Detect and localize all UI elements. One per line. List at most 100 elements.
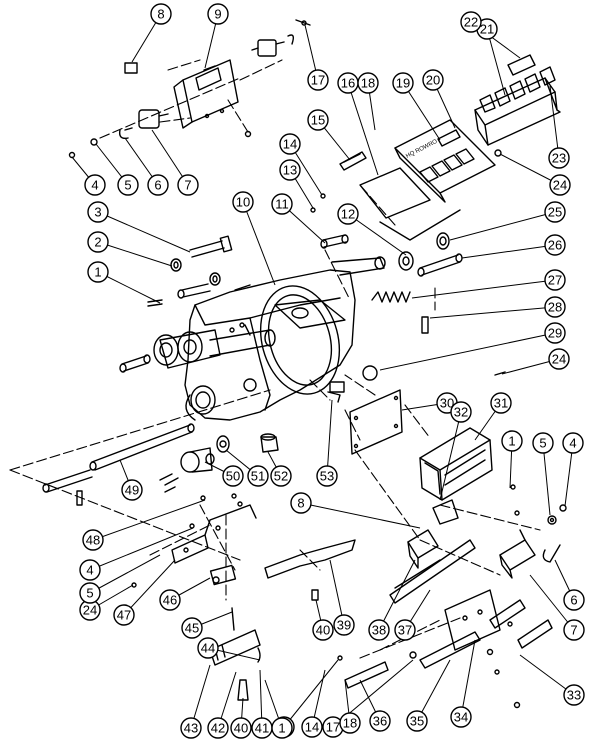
callout-circle	[207, 717, 229, 739]
callout-leader	[411, 279, 556, 299]
cap-29	[362, 365, 378, 381]
callout-circle	[392, 72, 414, 94]
callout-1: 1	[271, 717, 293, 739]
callout-number: 28	[548, 300, 562, 315]
callout-circle	[544, 201, 566, 223]
callout-leader	[378, 559, 416, 631]
callout-circle	[544, 234, 566, 256]
callout-33: 33	[563, 684, 585, 706]
callout-circle	[230, 717, 252, 739]
screw-13	[310, 207, 316, 213]
callout-leader	[92, 499, 206, 541]
callout-number: 1	[94, 265, 101, 280]
callout-4: 4	[79, 559, 101, 581]
callout-leader	[486, 28, 506, 96]
callout-number: 32	[454, 405, 468, 420]
callout-circle	[290, 492, 312, 514]
callout-number: 7	[184, 178, 191, 193]
callout-8: 8	[150, 3, 172, 25]
callout-number: 23	[552, 151, 566, 166]
callout-5: 5	[117, 174, 139, 196]
callout-circle	[271, 717, 293, 739]
callout-32: 32	[450, 401, 472, 423]
callout-circle	[207, 3, 229, 25]
callout-circle	[316, 465, 338, 487]
callout-circle	[87, 261, 109, 283]
callout-number: 45	[185, 621, 199, 636]
washer-12	[398, 251, 414, 271]
screws-lower	[337, 484, 521, 709]
callout-leader	[402, 82, 441, 141]
callout-leader	[89, 527, 194, 571]
callout-number: 9	[214, 7, 221, 22]
callout-number: 27	[548, 273, 562, 288]
callout-circle	[368, 619, 390, 641]
callout-circle	[549, 174, 571, 196]
callout-51: 51	[247, 465, 269, 487]
callout-number: 46	[163, 593, 177, 608]
callout-number: 24	[552, 352, 566, 367]
relay-32	[432, 499, 459, 525]
callout-circle	[87, 231, 109, 253]
callout-13: 13	[279, 159, 301, 181]
callout-number: 5	[539, 436, 546, 451]
callout-5: 5	[79, 582, 101, 604]
bar-39	[264, 539, 356, 579]
callout-circle	[544, 296, 566, 318]
callout-circle	[232, 191, 254, 213]
callout-circle	[79, 582, 101, 604]
callout-circle	[563, 589, 585, 611]
callout-number: 1	[278, 721, 285, 736]
callout-48: 48	[82, 529, 104, 551]
clip-15	[339, 151, 367, 171]
pin-28	[421, 316, 429, 334]
callout-24: 24	[548, 348, 570, 370]
callout-circle	[279, 159, 301, 181]
callout-number: 6	[154, 178, 161, 193]
callout-14: 14	[301, 716, 323, 738]
callout-number: 1	[508, 434, 515, 449]
callout-43: 43	[180, 717, 202, 739]
callout-leader	[529, 574, 575, 631]
callout-leader	[300, 502, 421, 529]
rod-26	[417, 253, 463, 277]
callout-number: 10	[236, 195, 250, 210]
callout-38: 38	[368, 619, 390, 641]
callout-leader	[347, 82, 379, 176]
screw-24-right	[494, 371, 506, 376]
callout-42: 42	[207, 717, 229, 739]
callout-circle	[301, 716, 323, 738]
callout-36: 36	[369, 710, 391, 732]
callout-14: 14	[279, 133, 301, 155]
washer-51	[216, 435, 230, 453]
callout-circle	[82, 529, 104, 551]
bolt-3	[189, 235, 233, 258]
callout-circle	[422, 69, 444, 91]
callout-leader	[89, 554, 161, 594]
callout-number: 4	[569, 436, 576, 451]
callout-9: 9	[207, 3, 229, 25]
washer-14	[320, 193, 326, 199]
callout-26: 26	[544, 234, 566, 256]
callout-5: 5	[532, 432, 554, 454]
callout-number: 24	[83, 603, 97, 618]
callout-number: 44	[201, 641, 215, 656]
callout-circle	[121, 479, 143, 501]
callout-number: 52	[274, 469, 288, 484]
callout-number: 31	[494, 396, 508, 411]
callout-7: 7	[177, 174, 199, 196]
plate-33	[419, 599, 553, 669]
callout-circle	[197, 637, 219, 659]
callout-number: 43	[184, 721, 198, 736]
screw-17	[295, 19, 311, 26]
callout-number: 41	[255, 721, 269, 736]
callout-41: 41	[251, 717, 273, 739]
callout-27: 27	[544, 269, 566, 291]
callout-circle	[177, 174, 199, 196]
callout-circle	[312, 619, 334, 641]
callout-circle	[548, 147, 570, 169]
callout-1: 1	[87, 261, 109, 283]
callout-leader	[190, 664, 211, 729]
callout-2: 2	[87, 231, 109, 253]
callout-7: 7	[563, 619, 585, 641]
